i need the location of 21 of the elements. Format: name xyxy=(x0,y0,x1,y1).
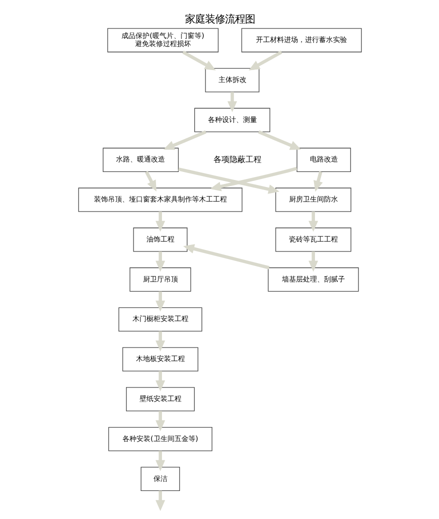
arrow xyxy=(162,130,206,150)
arrow xyxy=(313,171,322,192)
arrow xyxy=(226,92,237,112)
arrow xyxy=(258,130,301,150)
arrow xyxy=(178,168,279,194)
arrow xyxy=(155,251,165,272)
arrow xyxy=(155,450,165,472)
arrow xyxy=(248,50,282,70)
arrow xyxy=(155,371,165,392)
arrow xyxy=(155,212,165,232)
arrow xyxy=(308,212,318,232)
arrow xyxy=(210,166,297,192)
diagram-title: 家庭装修流程图 xyxy=(184,13,254,26)
arrow xyxy=(182,244,270,270)
arrow xyxy=(144,170,156,192)
arrow xyxy=(155,291,165,312)
arrow xyxy=(155,490,165,511)
arrow xyxy=(182,50,216,70)
arrow xyxy=(155,411,165,432)
arrow xyxy=(308,251,318,272)
arrow xyxy=(155,331,165,352)
